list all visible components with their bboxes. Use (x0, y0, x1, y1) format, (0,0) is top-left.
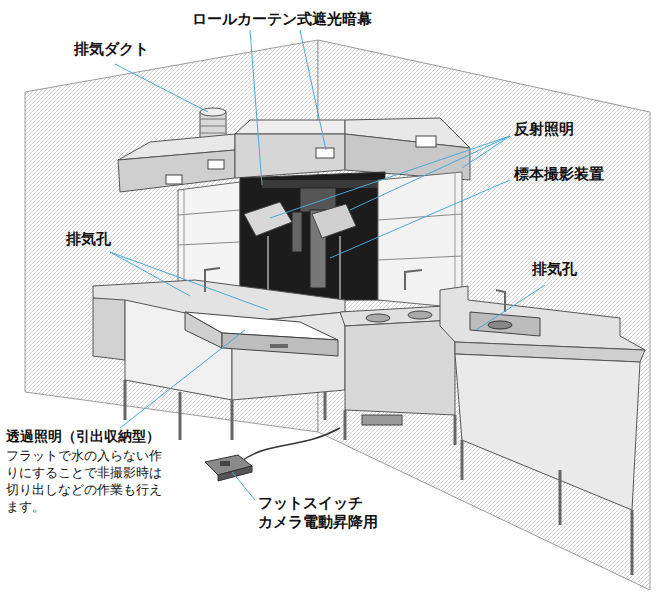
leader-lines (110, 30, 545, 500)
part-label: 排気ダクト (74, 40, 149, 59)
part-label: カメラ電動昇降用 (258, 513, 378, 532)
right-table (440, 286, 645, 575)
part-label: 排気孔 (66, 230, 111, 249)
curtain-roll (262, 180, 382, 188)
part-label: 透過照明（引出収納型） (6, 428, 160, 446)
part-label: フットスイッチ (258, 494, 363, 513)
foot-switch (205, 428, 340, 481)
left-shelf (178, 182, 240, 288)
part-label: 排気孔 (532, 260, 577, 279)
left-counter (93, 268, 345, 440)
part-label: 反射照明 (514, 120, 574, 139)
right-enclosure (378, 172, 462, 308)
part-label: ロールカーテン式遮光暗幕 (192, 10, 372, 29)
right-wall (318, 40, 650, 590)
reflector-lights (244, 202, 356, 300)
exhaust-duct (200, 108, 226, 138)
note-text: フラットで水の入らない作 りにすることで非撮影時は 切り出しなどの作業も行え ま… (6, 447, 178, 515)
curtain (240, 172, 385, 300)
part-label: 標本撮影装置 (514, 165, 604, 184)
sink-unit (340, 306, 455, 445)
light-drawer (185, 312, 338, 356)
